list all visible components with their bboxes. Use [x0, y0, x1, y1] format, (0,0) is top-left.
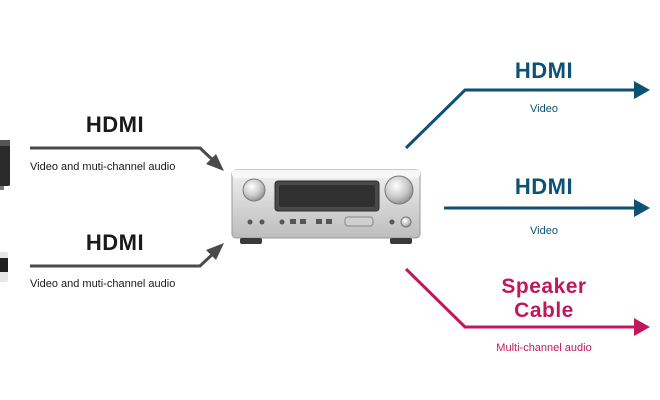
output-top-subtitle: Video — [530, 103, 558, 115]
output-arrow-hdmi-top — [404, 81, 650, 150]
receiver-left-knob — [242, 178, 266, 202]
av-receiver — [231, 169, 421, 244]
output-top-title: HDMI — [514, 58, 574, 83]
output-arrow-speaker — [404, 267, 650, 336]
output-middle-subtitle: Video — [530, 225, 558, 237]
input-top-subtitle: Video and muti-channel audio — [30, 161, 176, 173]
output-speaker-title-line2: Cable — [514, 299, 574, 322]
source-device-bottom — [0, 252, 8, 282]
input-bottom-subtitle: Video and muti-channel audio — [30, 278, 176, 290]
output-speaker-subtitle: Multi-channel audio — [496, 342, 592, 354]
output-middle-title: HDMI — [514, 174, 574, 199]
output-speaker-title-line1: Speaker — [501, 275, 587, 298]
source-device-top — [0, 140, 10, 190]
output-arrow-hdmi-middle — [444, 199, 650, 217]
input-arrow-bottom-head — [206, 243, 224, 260]
input-arrow-bottom — [30, 249, 218, 268]
input-bottom-title: HDMI — [85, 230, 145, 255]
input-top-title: HDMI — [85, 112, 145, 137]
receiver-right-knob — [384, 175, 414, 205]
input-arrow-top — [30, 146, 218, 165]
input-arrow-top-head — [206, 154, 224, 171]
